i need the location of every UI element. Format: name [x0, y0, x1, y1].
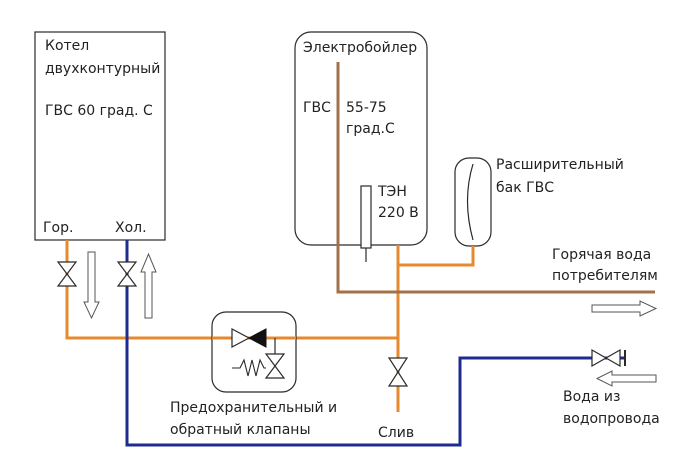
boiler-cold-valve	[116, 261, 138, 287]
boiler-label-line1: Котел	[45, 38, 89, 54]
mains-flow-arrow	[595, 370, 657, 387]
boiler: Котел двухконтурный ГВС 60 град. С Гор. …	[34, 31, 166, 241]
consumer-label-line1: Горячая вода	[552, 247, 651, 263]
heating-element-label-line1: ТЭН	[377, 184, 407, 200]
drain-label: Слив	[378, 425, 414, 441]
expansion-tank: Расширительный бак ГВС	[454, 157, 624, 247]
mains-label-line1: Вода из	[563, 389, 620, 405]
expansion-tank-pipe	[398, 246, 475, 267]
hot-water-outlet-pipe	[336, 62, 655, 294]
expansion-tank-label-line1: Расширительный	[496, 157, 624, 173]
safety-check-valve-group	[211, 311, 297, 393]
cold-flow-arrow-up	[140, 252, 157, 319]
expansion-tank-membrane	[466, 163, 474, 241]
heating-element	[360, 185, 372, 249]
expansion-tank-body	[454, 157, 492, 247]
electric-water-heater: Электробойлер ГВС 55-75 град.С ТЭН 220 В	[294, 31, 428, 262]
water-heater-gvs-label: ГВС	[303, 100, 331, 116]
consumer-flow-arrow	[591, 300, 658, 317]
boiler-label-line2: двухконтурный	[45, 61, 160, 77]
safety-valve-label-line2: обратный клапаны	[170, 422, 311, 438]
cold-water-pipe	[125, 240, 625, 447]
mains-inlet-valve	[591, 348, 626, 368]
boiler-label-line3: ГВС 60 град. С	[45, 103, 153, 119]
safety-valve-spring-icon	[232, 358, 266, 377]
water-heater-temp-line1: 55-75	[346, 100, 387, 116]
boiler-hot-outlet-label: Гор.	[43, 220, 73, 236]
mains-label-line2: водопровода	[563, 411, 660, 427]
water-heater-temp-line2: град.С	[346, 121, 395, 137]
boiler-cold-inlet-label: Хол.	[115, 220, 147, 236]
boiler-body	[34, 31, 166, 241]
expansion-tank-label-line2: бак ГВС	[496, 180, 554, 196]
safety-valve-label-line1: Предохранительный и	[170, 400, 337, 416]
hot-flow-arrow-down	[83, 251, 100, 320]
drain-valve	[387, 357, 409, 387]
heating-element-label-line2: 220 В	[378, 205, 419, 221]
consumer-label-line2: потребителям	[552, 268, 658, 284]
water-heater-title: Электробойлер	[303, 40, 417, 56]
boiler-hot-valve	[56, 261, 78, 287]
safety-valve-icon	[264, 353, 286, 367]
safety-valve-box	[211, 311, 297, 393]
check-valve-icon	[231, 328, 251, 348]
